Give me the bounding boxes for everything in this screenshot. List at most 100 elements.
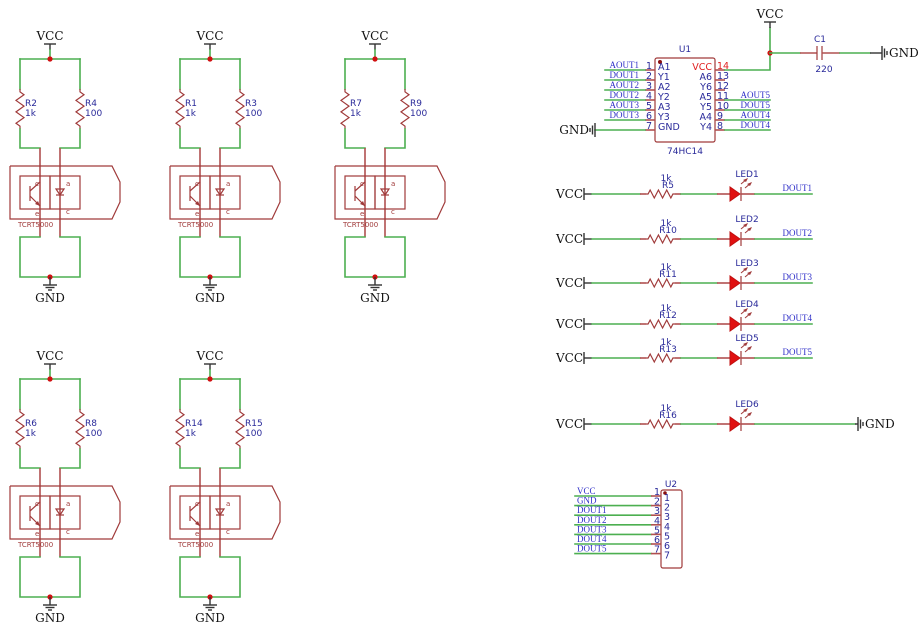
vcc-label: VCC	[195, 29, 223, 43]
resistor-zigzag	[399, 89, 411, 129]
pin-number: 3	[654, 506, 660, 517]
transistor-collector	[354, 181, 366, 192]
sensor-outer-body	[334, 165, 446, 220]
resistor-zigzag	[234, 409, 246, 449]
emitter-arrow-icon	[195, 521, 200, 526]
bottom-loop-wire	[179, 556, 241, 598]
ground-symbol: GND	[857, 417, 895, 431]
pin-name: VCC	[692, 62, 712, 73]
pin-label-cathode: c	[66, 208, 70, 216]
pin-name: A2	[658, 82, 671, 93]
resistor-value: 1k	[661, 174, 673, 184]
resistor-right	[234, 409, 246, 449]
emitter-arrow-icon	[35, 521, 40, 526]
left-to-sensor-wire	[344, 128, 366, 149]
net-label: DOUT2	[610, 90, 640, 100]
transistor-collector	[189, 501, 201, 512]
pin1-marker	[663, 491, 667, 495]
pin-label-collector: c	[35, 500, 39, 508]
sensor-part-label: TCRT5000	[342, 221, 378, 229]
ground-symbol: GND	[881, 46, 919, 60]
resistor-zigzag	[646, 233, 675, 245]
ground-symbol: GND	[35, 597, 65, 625]
vcc-label: VCC	[555, 187, 583, 201]
pin-name: A3	[658, 102, 671, 113]
resistor-zigzag	[174, 409, 186, 449]
gnd-label: GND	[889, 46, 919, 60]
ir-led-box	[49, 175, 81, 210]
led-triangle-icon	[729, 231, 741, 247]
arrowhead-1	[743, 308, 748, 312]
resistor-ref: R5	[662, 181, 674, 191]
resistor-left-ref: R1	[185, 99, 197, 109]
pin-label-anode: a	[391, 180, 395, 188]
pin-name: Y2	[657, 92, 670, 103]
emitter-arrow-icon	[195, 201, 200, 206]
pin-name: 3	[664, 512, 670, 523]
transistor-collector	[29, 181, 41, 192]
right-to-sensor-wire	[59, 448, 81, 469]
junction-dot	[207, 56, 213, 62]
resistor-right-value: 100	[245, 109, 262, 119]
resistor-zigzag	[234, 89, 246, 129]
c1-value: 220	[815, 65, 832, 75]
gnd-label: GND	[195, 291, 225, 305]
pin1-marker	[658, 60, 662, 64]
pin-number: 13	[717, 71, 729, 82]
resistor-zigzag	[74, 89, 86, 129]
resistor-zigzag	[74, 409, 86, 449]
arrowhead-1	[743, 408, 748, 412]
pin-number: 12	[717, 81, 729, 92]
pin-label-anode: a	[226, 500, 230, 508]
resistor-value: 1k	[661, 219, 673, 229]
sensor-outer-body	[169, 485, 281, 540]
net-label: VCC	[577, 486, 596, 496]
pin-name: Y1	[657, 72, 670, 83]
resistor-left-value: 1k	[185, 429, 197, 439]
left-to-sensor-wire	[19, 128, 41, 149]
u1-ref: U1	[679, 45, 691, 55]
vcc-symbol: VCC	[195, 349, 224, 370]
pin-name: 2	[664, 503, 670, 514]
pin-name: 6	[664, 541, 670, 552]
vcc-symbol: VCC	[555, 232, 592, 246]
emitter-arrow-icon	[360, 201, 365, 206]
net-label: DOUT4	[741, 120, 771, 130]
right-to-sensor-wire	[219, 128, 241, 149]
resistor-right-value: 100	[245, 429, 262, 439]
pin-name: Y6	[699, 82, 712, 93]
net-label: DOUT4	[577, 534, 607, 544]
vcc-symbol: VCC	[555, 187, 592, 201]
resistor-right	[74, 89, 86, 129]
junction-dot	[47, 56, 53, 62]
right-to-sensor-wire	[219, 448, 241, 469]
bottom-loop-wire	[19, 556, 81, 598]
pin-number: 5	[646, 101, 652, 112]
pin-label-cathode: c	[226, 528, 230, 536]
u1-right-pin-12: 12 Y6	[699, 81, 729, 93]
pin-name: 7	[664, 551, 670, 562]
gnd-label: GND	[865, 417, 895, 431]
resistor-r13	[646, 352, 675, 364]
gnd-label: GND	[559, 123, 589, 137]
junction-dot	[372, 56, 378, 62]
resistor-r11	[646, 277, 675, 289]
resistor-left-ref: R6	[25, 419, 37, 429]
resistor-value: 1k	[661, 338, 673, 348]
vcc-symbol: VCC	[755, 7, 784, 28]
pin-label-cathode: c	[66, 528, 70, 536]
left-to-sensor-wire	[19, 448, 41, 469]
vcc-label: VCC	[555, 417, 583, 431]
sensor-part-label: TCRT5000	[17, 221, 53, 229]
pin-number: 7	[646, 121, 652, 132]
resistor-right-value: 100	[85, 109, 102, 119]
sensor-outer-body	[169, 165, 281, 220]
